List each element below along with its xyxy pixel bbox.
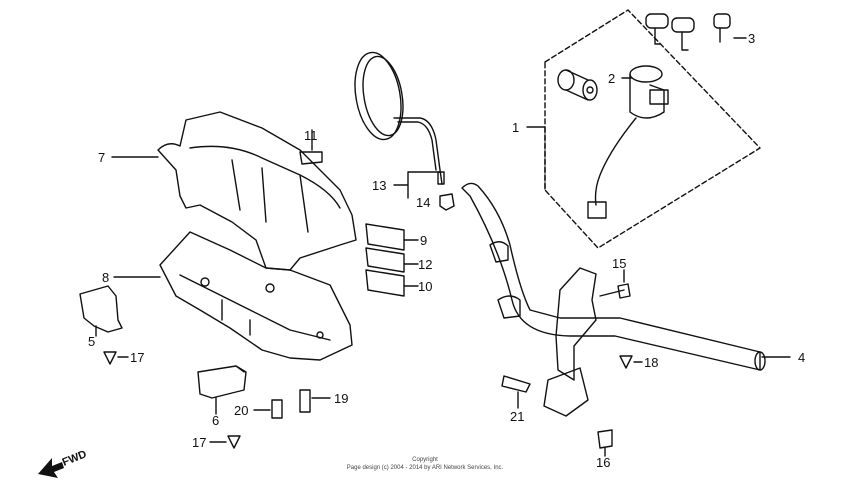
label-16: 16 bbox=[596, 455, 610, 470]
label-2: 2 bbox=[608, 71, 615, 86]
fwd-label: FWD bbox=[61, 448, 89, 469]
handlebar-group bbox=[461, 182, 791, 417]
decal-9 bbox=[365, 223, 405, 251]
label-11: 11 bbox=[304, 128, 318, 143]
label-19: 19 bbox=[334, 391, 348, 406]
ignition-switch-group bbox=[526, 9, 761, 249]
label-17-upper: 17 bbox=[130, 350, 144, 365]
mirror-group bbox=[354, 51, 455, 211]
label-5: 5 bbox=[88, 334, 95, 349]
label-21: 21 bbox=[510, 409, 524, 424]
label-4: 4 bbox=[798, 350, 805, 365]
screw-17-upper bbox=[103, 351, 117, 365]
decals-group bbox=[299, 129, 419, 297]
label-15: 15 bbox=[612, 256, 626, 271]
copyright-line-1: Copyright bbox=[412, 457, 438, 463]
copyright-block: Copyright Page design (c) 2004 - 2014 by… bbox=[347, 457, 504, 471]
handle-cover-upper bbox=[111, 111, 357, 271]
screw-17-lower bbox=[227, 435, 241, 449]
fwd-arrow-icon bbox=[38, 458, 64, 478]
part-labels: 1 2 3 4 5 6 7 8 9 10 11 12 13 14 15 16 1… bbox=[88, 31, 805, 470]
label-20: 20 bbox=[234, 403, 248, 418]
nut-16 bbox=[597, 429, 613, 449]
switch-body bbox=[629, 65, 663, 83]
mirror-nut bbox=[439, 193, 455, 211]
mirror-head bbox=[354, 51, 402, 141]
keys-group bbox=[645, 13, 731, 51]
label-13: 13 bbox=[372, 178, 386, 193]
left-switch bbox=[79, 285, 123, 337]
label-7: 7 bbox=[98, 150, 105, 165]
handlebar-mount bbox=[555, 267, 597, 381]
bolt-21 bbox=[501, 375, 531, 393]
label-6: 6 bbox=[212, 413, 219, 428]
fwd-indicator: FWD bbox=[38, 448, 88, 478]
decal-12 bbox=[365, 247, 405, 273]
label-12: 12 bbox=[418, 257, 432, 272]
decal-11 bbox=[299, 151, 323, 165]
label-9: 9 bbox=[420, 233, 427, 248]
switch-wire bbox=[594, 117, 637, 206]
label-10: 10 bbox=[418, 279, 432, 294]
label-8: 8 bbox=[102, 270, 109, 285]
handlebar-pipe bbox=[461, 182, 761, 371]
label-17-lower: 17 bbox=[192, 435, 206, 450]
switch-connector bbox=[587, 201, 607, 219]
right-switch bbox=[197, 365, 247, 415]
mirror-stem bbox=[393, 117, 443, 185]
screw-19 bbox=[299, 389, 311, 413]
label-14: 14 bbox=[416, 195, 430, 210]
label-18: 18 bbox=[644, 355, 658, 370]
screw-20 bbox=[271, 399, 283, 419]
label-3: 3 bbox=[748, 31, 755, 46]
label-1: 1 bbox=[512, 120, 519, 135]
handle-cover-lower bbox=[113, 231, 353, 361]
screw-18 bbox=[619, 355, 633, 369]
decal-10 bbox=[365, 269, 405, 297]
fasteners-group bbox=[103, 127, 643, 457]
copyright-line-2: Page design (c) 2004 - 2014 by ARI Netwo… bbox=[347, 465, 504, 471]
kit-outline bbox=[544, 9, 761, 249]
